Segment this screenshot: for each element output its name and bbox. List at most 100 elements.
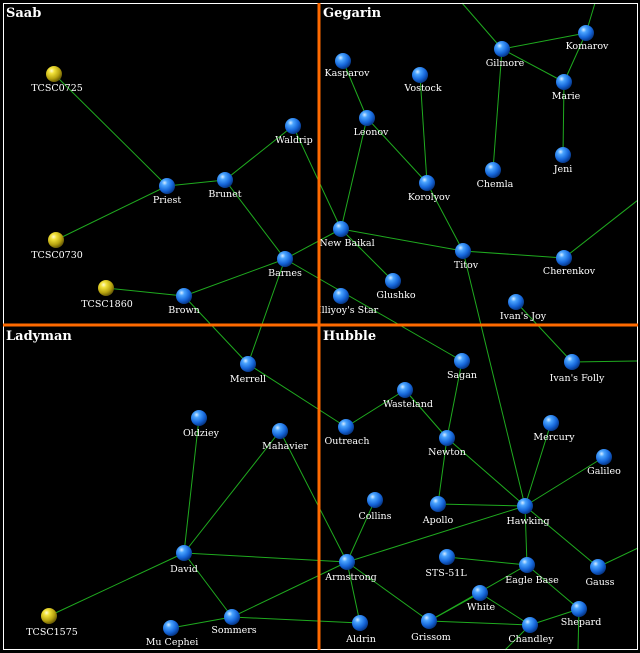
system-vostock[interactable]: Vostock (403, 67, 442, 94)
system-galileo[interactable]: Galileo (587, 449, 621, 477)
system-merrell[interactable]: Merrell (230, 356, 266, 385)
blue-planet-icon[interactable] (439, 430, 455, 446)
blue-planet-icon[interactable] (508, 294, 524, 310)
system-tcsc0730[interactable]: TCSC0730 (31, 232, 83, 261)
blue-planet-icon[interactable] (439, 549, 455, 565)
system-jeni[interactable]: Jeni (553, 147, 573, 175)
yellow-star-icon[interactable] (48, 232, 64, 248)
blue-planet-icon[interactable] (333, 288, 349, 304)
blue-planet-icon[interactable] (494, 41, 510, 57)
blue-planet-icon[interactable] (454, 353, 470, 369)
blue-planet-icon[interactable] (590, 559, 606, 575)
blue-planet-icon[interactable] (176, 545, 192, 561)
blue-planet-icon[interactable] (517, 498, 533, 514)
system-gilmore[interactable]: Gilmore (486, 41, 525, 69)
blue-planet-icon[interactable] (421, 613, 437, 629)
blue-planet-icon[interactable] (455, 243, 471, 259)
blue-planet-icon[interactable] (176, 288, 192, 304)
blue-planet-icon[interactable] (564, 354, 580, 370)
route-sommers-mucephei (170, 616, 233, 629)
system-ivansfolly[interactable]: Ivan's Folly (550, 354, 605, 384)
blue-planet-icon[interactable] (191, 410, 207, 426)
blue-planet-icon[interactable] (285, 118, 301, 134)
system-sagan[interactable]: Sagan (447, 353, 477, 381)
blue-planet-icon[interactable] (556, 74, 572, 90)
system-illiyoy[interactable]: Illiyoy's Star (318, 288, 379, 316)
blue-planet-icon[interactable] (430, 496, 446, 512)
system-leonov[interactable]: Leonov (354, 110, 389, 138)
blue-planet-icon[interactable] (571, 601, 587, 617)
system-mercury[interactable]: Mercury (533, 415, 575, 443)
blue-planet-icon[interactable] (367, 492, 383, 508)
system-tcsc1575[interactable]: TCSC1575 (26, 608, 78, 638)
blue-planet-icon[interactable] (224, 609, 240, 625)
yellow-star-icon[interactable] (98, 280, 114, 296)
system-brunet[interactable]: Brunet (208, 172, 242, 200)
system-waldrip[interactable]: Waldrip (275, 118, 313, 146)
blue-planet-icon[interactable] (397, 382, 413, 398)
blue-planet-icon[interactable] (412, 67, 428, 83)
blue-planet-icon[interactable] (339, 554, 355, 570)
blue-planet-icon[interactable] (519, 557, 535, 573)
blue-planet-icon[interactable] (472, 585, 488, 601)
blue-planet-icon[interactable] (335, 53, 351, 69)
system-mucephei[interactable]: Mu Cephei (146, 620, 199, 648)
system-armstrong[interactable]: Armstrong (324, 554, 377, 583)
blue-planet-icon[interactable] (333, 221, 349, 237)
system-korolyov[interactable]: Korolyov (408, 175, 451, 203)
system-chandley[interactable]: Chandley (508, 617, 554, 645)
blue-planet-icon[interactable] (419, 175, 435, 191)
system-outreach[interactable]: Outreach (325, 419, 370, 447)
blue-planet-icon[interactable] (272, 423, 288, 439)
system-tcsc0725[interactable]: TCSC0725 (31, 66, 83, 94)
system-white[interactable]: White (467, 585, 496, 613)
system-cherenkov[interactable]: Cherenkov (543, 250, 596, 277)
system-barnes[interactable]: Barnes (268, 251, 302, 279)
blue-planet-icon[interactable] (163, 620, 179, 636)
system-collins[interactable]: Collins (358, 492, 392, 522)
system-aldrin[interactable]: Aldrin (345, 615, 376, 645)
yellow-star-icon[interactable] (46, 66, 62, 82)
blue-planet-icon[interactable] (217, 172, 233, 188)
system-newbaikal[interactable]: New Baikal (319, 221, 375, 249)
system-hawking[interactable]: Hawking (506, 498, 550, 527)
blue-planet-icon[interactable] (578, 25, 594, 41)
system-chemla[interactable]: Chemla (477, 162, 514, 190)
system-titov[interactable]: Titov (454, 243, 479, 271)
system-kasparov[interactable]: Kasparov (324, 53, 370, 79)
system-brown[interactable]: Brown (168, 288, 200, 316)
system-wasteland[interactable]: Wasteland (383, 382, 433, 410)
route-sts51l-eaglebase (446, 556, 528, 566)
system-glushko[interactable]: Glushko (376, 273, 416, 301)
blue-planet-icon[interactable] (555, 147, 571, 163)
system-eaglebase[interactable]: Eagle Base (505, 557, 559, 586)
system-sommers[interactable]: Sommers (211, 609, 257, 636)
system-marie[interactable]: Marie (552, 74, 581, 102)
blue-planet-icon[interactable] (522, 617, 538, 633)
blue-planet-icon[interactable] (338, 419, 354, 435)
system-david[interactable]: David (170, 545, 198, 575)
system-tcsc1860[interactable]: TCSC1860 (81, 280, 133, 310)
system-grissom[interactable]: Grissom (411, 613, 451, 643)
system-komarov[interactable]: Komarov (566, 25, 609, 52)
system-apollo[interactable]: Apollo (422, 496, 454, 526)
system-sts51l[interactable]: STS-51L (425, 549, 467, 579)
blue-planet-icon[interactable] (359, 110, 375, 126)
system-mahavier[interactable]: Mahavier (262, 423, 308, 452)
blue-planet-icon[interactable] (159, 178, 175, 194)
blue-planet-icon[interactable] (556, 250, 572, 266)
blue-planet-icon[interactable] (596, 449, 612, 465)
system-priest[interactable]: Priest (153, 178, 181, 206)
blue-planet-icon[interactable] (385, 273, 401, 289)
blue-planet-icon[interactable] (277, 251, 293, 267)
system-oldziey[interactable]: Oldziey (183, 410, 220, 439)
blue-planet-icon[interactable] (485, 162, 501, 178)
blue-planet-icon[interactable] (352, 615, 368, 631)
system-gauss[interactable]: Gauss (585, 559, 615, 588)
blue-planet-icon[interactable] (240, 356, 256, 372)
yellow-star-icon[interactable] (41, 608, 57, 624)
system-shepard[interactable]: Shepard (561, 601, 602, 628)
blue-planet-icon[interactable] (543, 415, 559, 431)
system-ivansjoy[interactable]: Ivan's Joy (500, 294, 547, 322)
system-newton[interactable]: Newton (428, 430, 466, 458)
